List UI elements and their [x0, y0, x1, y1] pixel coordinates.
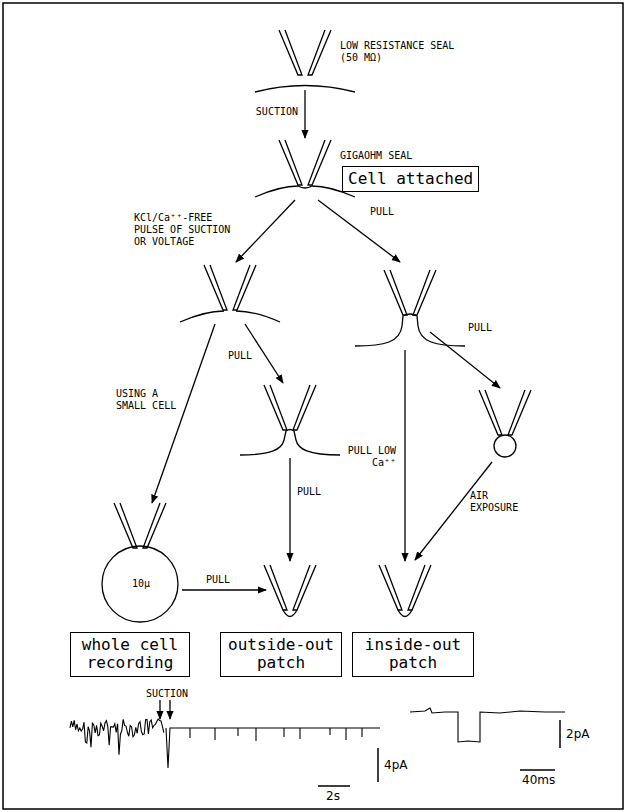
- step-label: PULL: [206, 574, 230, 586]
- step-label: PULL LOW Ca⁺⁺: [346, 445, 396, 469]
- step-label: LOW RESISTANCE SEAL (50 MΩ): [340, 40, 470, 64]
- box-label: inside-out patch: [358, 636, 468, 673]
- arrows: [152, 90, 500, 719]
- step-label: PULL: [468, 322, 492, 334]
- configuration-box: outside-out patch: [220, 632, 342, 677]
- step-label: USING A SMALL CELL: [116, 388, 178, 412]
- step-label: 10μ: [128, 578, 154, 590]
- step-label: SUCTION: [240, 106, 298, 118]
- scale-label: 2pA: [566, 727, 589, 741]
- step-label: PULL: [370, 206, 394, 218]
- single-channel-trace: [410, 708, 565, 742]
- configuration-box: inside-out patch: [352, 632, 474, 677]
- frame: [3, 3, 623, 809]
- step-label: PULL: [228, 350, 252, 362]
- step-label: GIGAOHM SEAL: [340, 150, 412, 162]
- whole-cell-trace: [70, 719, 164, 755]
- membranes: [102, 86, 516, 623]
- configuration-box: Cell attached: [342, 166, 479, 192]
- step-label: AIR EXPOSURE: [470, 490, 525, 514]
- pipettes: [114, 30, 531, 610]
- step-label: PULL: [297, 486, 321, 498]
- scale-bars: [318, 720, 560, 786]
- step-label: SUCTION: [146, 688, 188, 700]
- box-label: whole cell recording: [76, 636, 184, 673]
- sealed-trace: [166, 728, 380, 768]
- scale-label: 4pA: [384, 758, 407, 772]
- step-label: KCl/Ca⁺⁺-FREE PULSE OF SUCTION OR VOLTAG…: [134, 212, 240, 248]
- box-label: Cell attached: [348, 170, 473, 188]
- scale-label: 40ms: [522, 773, 555, 787]
- current-traces: [70, 708, 565, 768]
- box-label: outside-out patch: [226, 636, 336, 673]
- configuration-box: whole cell recording: [70, 632, 190, 677]
- scale-label: 2s: [326, 789, 340, 803]
